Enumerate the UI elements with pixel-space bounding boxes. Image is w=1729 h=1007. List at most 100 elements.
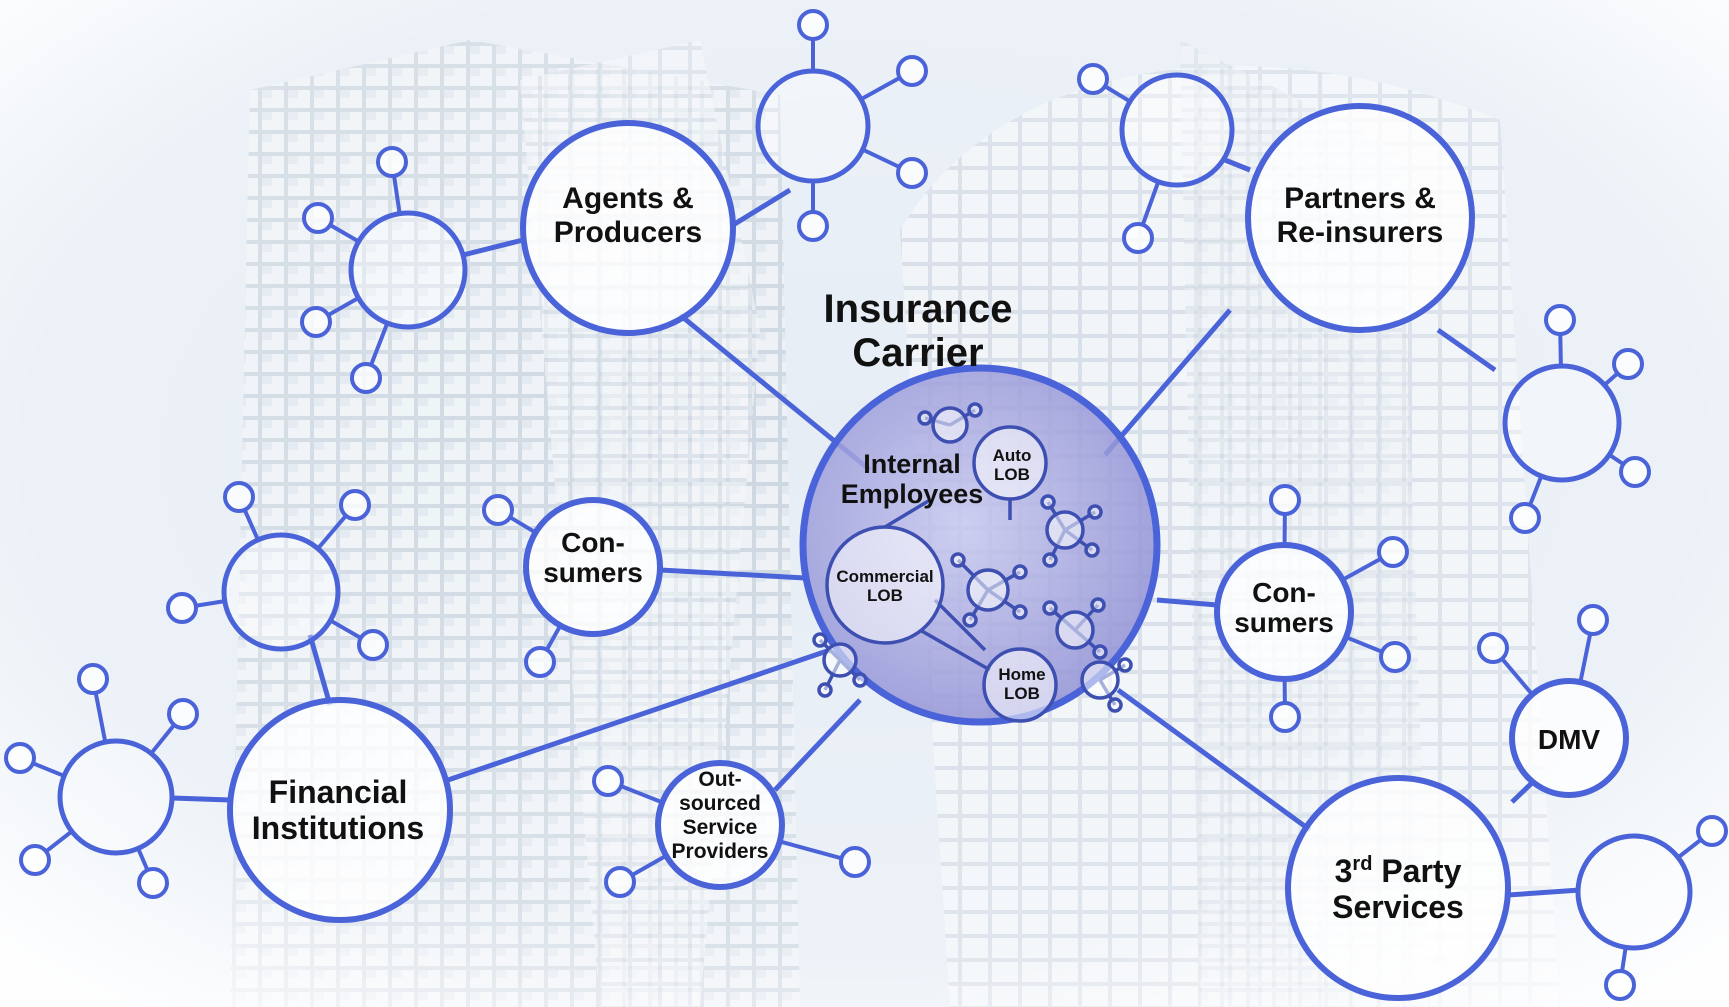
stub-line — [93, 692, 108, 743]
home-lob-circle — [982, 647, 1058, 723]
link-partners-topsat — [1224, 157, 1251, 173]
satellite-circle — [1575, 833, 1693, 951]
auto-lob-circle — [972, 425, 1048, 501]
consumers-right-stubs — [1269, 484, 1411, 733]
satellite-circle — [1502, 363, 1622, 483]
internal-dot — [962, 612, 978, 628]
partners-reinsurers-circle — [1245, 103, 1475, 333]
satellite-circle — [221, 532, 341, 652]
commercial-lob-label-line1: Commercial — [836, 567, 933, 586]
stub-line — [1140, 181, 1161, 226]
internal-dot — [852, 672, 868, 688]
stub-line — [1341, 556, 1382, 582]
stub-line — [1500, 657, 1534, 696]
stub-line — [44, 829, 74, 853]
financial-institutions-circle — [227, 697, 453, 923]
internal-node — [1055, 610, 1095, 650]
endpoint-dot — [19, 844, 51, 876]
link-financial-leftsat — [171, 795, 231, 803]
internal-node — [1045, 510, 1085, 550]
agents-satellite — [755, 9, 928, 242]
internal-dot — [1092, 644, 1108, 660]
link-agents-sat — [731, 187, 792, 228]
consumers-left-line2: sumers — [543, 557, 643, 588]
consumers-right-line2: sumers — [1234, 607, 1334, 638]
endpoint-dot — [896, 55, 928, 87]
link-partners-rightsat — [1436, 327, 1497, 373]
internal-node — [1080, 660, 1120, 700]
stub-line — [316, 514, 348, 550]
outsourced-providers-circle — [655, 760, 785, 890]
auto-lob-label-line1: Auto — [993, 446, 1032, 465]
hub-nodes — [227, 103, 1629, 1001]
endpoint-dot — [4, 742, 36, 774]
endpoint-dot — [350, 362, 382, 394]
internal-cluster — [1042, 597, 1108, 660]
internal-dot — [1117, 657, 1133, 673]
internal-employees-hub: Internal Employees Auto LOB Commercial L… — [799, 364, 1161, 726]
internal-dot — [1084, 542, 1100, 558]
internal-node — [966, 568, 1010, 612]
endpoint-dot — [77, 663, 109, 695]
third-party-services-circle — [1285, 775, 1511, 1001]
stub-line — [32, 761, 65, 778]
agents-producers-circle — [520, 120, 736, 336]
internal-dot — [967, 402, 983, 418]
stub-line — [1528, 475, 1544, 506]
node-labels: Insurance Carrier Agents & Producers Par… — [252, 182, 1601, 925]
endpoint-dot — [1577, 604, 1609, 636]
commercial-lob-circle — [825, 525, 945, 645]
endpoint-dot — [1509, 502, 1541, 534]
endpoint-dot — [797, 210, 829, 242]
title-line2: Carrier — [852, 331, 983, 375]
satellite-circle — [1119, 72, 1235, 188]
outsourced-label-line4: Providers — [672, 840, 769, 863]
internal-cluster — [950, 552, 1028, 628]
stub-line — [861, 147, 901, 169]
stub-line — [242, 508, 260, 541]
endpoint-dot — [1612, 348, 1644, 380]
partners-label-line1: Partners & — [1284, 182, 1436, 215]
stub-line — [779, 839, 843, 861]
endpoint-dot — [524, 646, 556, 678]
home-lob-label-line1: Home — [998, 665, 1045, 684]
internal-dot — [1042, 552, 1058, 568]
stub-line — [136, 847, 150, 871]
satellite-circle — [57, 738, 175, 856]
internal-dot — [817, 682, 833, 698]
agents-label-line1: Agents & — [562, 182, 694, 215]
stub-line — [329, 223, 360, 244]
link-agents-leftsat — [462, 237, 524, 258]
endpoint-dot — [482, 494, 514, 526]
partners-top-satellite — [1077, 63, 1235, 254]
internal-dot — [1012, 604, 1028, 620]
satellite-nodes — [4, 9, 1728, 1001]
agents-label-line2: Producers — [554, 216, 702, 249]
outsourced-stubs — [592, 765, 871, 898]
endpoint-dot — [1544, 304, 1576, 336]
stub-line — [1676, 838, 1703, 860]
endpoint-dot — [376, 146, 408, 178]
internal-dot — [1107, 697, 1123, 713]
consumers-left-circle — [523, 497, 663, 637]
endpoint-dot — [339, 489, 371, 521]
consumers-right-line1: Con- — [1252, 577, 1316, 608]
stub-line — [149, 723, 176, 755]
endpoint-dot — [839, 846, 871, 878]
stub-line — [329, 618, 362, 640]
dmv-label: DMV — [1538, 724, 1601, 755]
internal-cluster — [1040, 494, 1103, 568]
internal-cluster — [917, 402, 983, 444]
internal-label-line1: Internal — [863, 449, 961, 479]
internal-link — [933, 598, 987, 652]
endpoint-dot — [1619, 456, 1651, 488]
link-financial-center — [447, 647, 831, 783]
outsourced-label-line3: Service — [683, 816, 758, 839]
stub-line — [1578, 633, 1593, 683]
stub-line — [860, 76, 901, 102]
internal-cluster — [812, 632, 868, 698]
link-financial-topsat — [307, 634, 333, 706]
internal-node — [822, 642, 858, 678]
auto-lob-label-line2: LOB — [994, 465, 1030, 484]
